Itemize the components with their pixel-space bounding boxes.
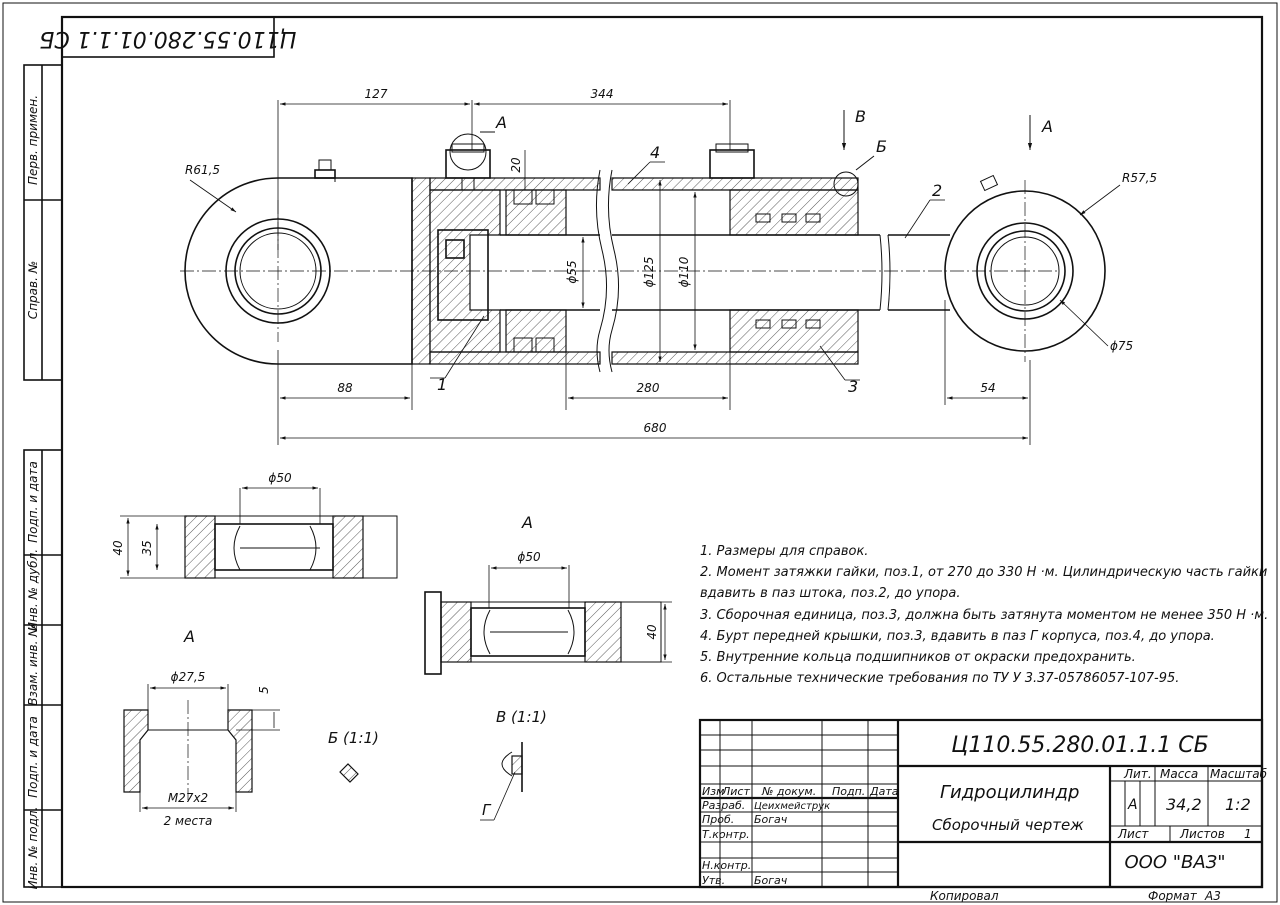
tb-company: ООО "ВАЗ" [1125, 852, 1226, 873]
dim-d55: ϕ55 [565, 260, 579, 283]
side-label-perv: Перв. примен. [26, 95, 40, 185]
dim-20: 20 [509, 157, 523, 173]
main-dimensions: 127 344 20 R61,5 88 280 680 54 R57,5 ϕ75… [185, 87, 1157, 445]
note-6: 6. Остальные технические требования по Т… [700, 671, 1179, 686]
tb-role-nkontr: Н.контр. [702, 859, 751, 872]
technical-notes: 1. Размеры для справок. 2. Момент затяжк… [700, 544, 1268, 686]
tb-name-utv: Богач [754, 874, 788, 887]
dim-d125: ϕ125 [642, 257, 656, 288]
side-strip: Перв. примен. Справ. № Подп. и дата Инв.… [23, 64, 63, 890]
dim-40-b: 40 [645, 624, 659, 640]
dim-127: 127 [365, 87, 388, 101]
dim-d50-b: ϕ50 [517, 550, 541, 564]
tb-role-utv: Утв. [702, 874, 725, 887]
tb-doc-type: Сборочный чертеж [932, 816, 1084, 834]
tb-name: Гидроцилиндр [940, 782, 1079, 803]
front-cover [729, 171, 859, 353]
position-leaders: 1 2 3 4 [430, 143, 945, 396]
pos-3: 3 [848, 377, 858, 396]
dim-54: 54 [980, 381, 995, 395]
tb-lit-header: Лит. [1123, 767, 1152, 781]
label-a-top: А [495, 113, 507, 132]
dim-2-places: 2 места [164, 814, 213, 828]
tb-role-prob: Проб. [702, 813, 734, 826]
label-g: Г [482, 801, 492, 819]
tb-col-izm: Изм [702, 785, 724, 798]
format-label: Формат [1148, 889, 1198, 903]
tb-role-tkontr: Т.контр. [702, 828, 750, 841]
detail-bearing-left: ϕ50 40 35 [111, 471, 398, 579]
label-b-circle: Б [876, 137, 887, 156]
label-v-arrow: В [855, 107, 866, 126]
top-stamp-code: Ц110.55.280.01.1.1 СБ [39, 26, 296, 51]
dim-d27: ϕ27,5 [171, 670, 206, 684]
dim-m27: M27x2 [168, 791, 208, 805]
view-b-title: Б (1:1) [328, 729, 379, 747]
side-label-inv-podl: Инв. № подл. [26, 807, 40, 890]
tb-sheet-label: Лист [1117, 827, 1149, 841]
tb-code: Ц110.55.280.01.1.1 СБ [951, 733, 1208, 758]
tb-col-podp: Подп. [832, 785, 865, 798]
tb-sheets: 1 [1244, 827, 1252, 841]
section-markers: А В Б А [449, 107, 1053, 171]
view-a-title: А [521, 513, 533, 532]
tb-name-prob: Богач [754, 813, 788, 826]
detail-bearing-right: А ϕ50 40 [424, 513, 672, 675]
tb-col-date: Дата [869, 785, 899, 798]
side-label-vzam: Взам. инв. № [26, 624, 40, 705]
detail-b-v: Б (1:1) В (1:1) Г [328, 708, 547, 821]
piston [429, 189, 567, 353]
top-stamp: Ц110.55.280.01.1.1 СБ [39, 16, 297, 58]
note-4: 4. Бурт передней крышки, поз.3, вдавить … [700, 629, 1215, 644]
tb-mass-header: Масса [1160, 767, 1198, 781]
label-a-right: А [1041, 117, 1053, 136]
copied-label: Копировал [930, 889, 999, 903]
rod-eye [944, 174, 1106, 362]
side-label-inv-dubl: Инв. № дубл. [26, 549, 40, 631]
dim-280: 280 [637, 381, 660, 395]
dim-680: 680 [644, 421, 667, 435]
dim-5: 5 [257, 686, 271, 694]
dim-r61: R61,5 [185, 163, 220, 177]
note-2b: вдавить в паз штока, поз.2, до упора. [700, 586, 961, 601]
detail-port: А ϕ27,5 5 M27x2 2 места [123, 627, 280, 828]
pos-1: 1 [437, 375, 447, 394]
tb-col-doc: № докум. [761, 785, 816, 798]
dim-d50-a: ϕ50 [268, 471, 292, 485]
note-2: 2. Момент затяжки гайки, поз.1, от 270 д… [700, 565, 1267, 580]
view-v-title: В (1:1) [496, 708, 547, 726]
side-label-podp1: Подп. и дата [26, 461, 40, 543]
tb-sheets-label: Листов [1179, 827, 1225, 841]
dim-r57: R57,5 [1122, 171, 1157, 185]
side-label-podp2: Подп. и дата [26, 716, 40, 798]
tb-scale: 1:2 [1225, 795, 1251, 814]
dim-88: 88 [337, 381, 353, 395]
dim-35: 35 [140, 540, 154, 555]
rear-eye [184, 159, 413, 365]
title-block: Ц110.55.280.01.1.1 СБ Гидроцилиндр Сборо… [698, 718, 1268, 889]
view-a2-title: А [183, 627, 195, 646]
note-1: 1. Размеры для справок. [700, 544, 868, 559]
cylinder-main-view [180, 143, 1106, 373]
side-label-sprav: Справ. № [26, 261, 40, 319]
tb-mass: 34,2 [1166, 795, 1202, 814]
tb-name-razrab: Цеихмейструк [754, 801, 830, 812]
dim-d110: ϕ110 [677, 256, 691, 287]
note-5: 5. Внутренние кольца подшипников от окра… [700, 650, 1136, 665]
tb-scale-header: Масштаб [1210, 767, 1268, 781]
pos-4: 4 [650, 143, 660, 162]
note-3: 3. Сборочная единица, поз.3, должна быть… [700, 608, 1268, 623]
tb-lit: А [1127, 797, 1138, 813]
dim-d75: ϕ75 [1110, 339, 1133, 353]
format-value: А3 [1204, 889, 1221, 903]
dim-344: 344 [591, 87, 614, 101]
dim-40-a: 40 [111, 540, 125, 556]
pos-2: 2 [932, 181, 942, 200]
tb-col-list: Лист [721, 785, 750, 798]
tb-role-razrab: Разраб. [702, 799, 745, 812]
